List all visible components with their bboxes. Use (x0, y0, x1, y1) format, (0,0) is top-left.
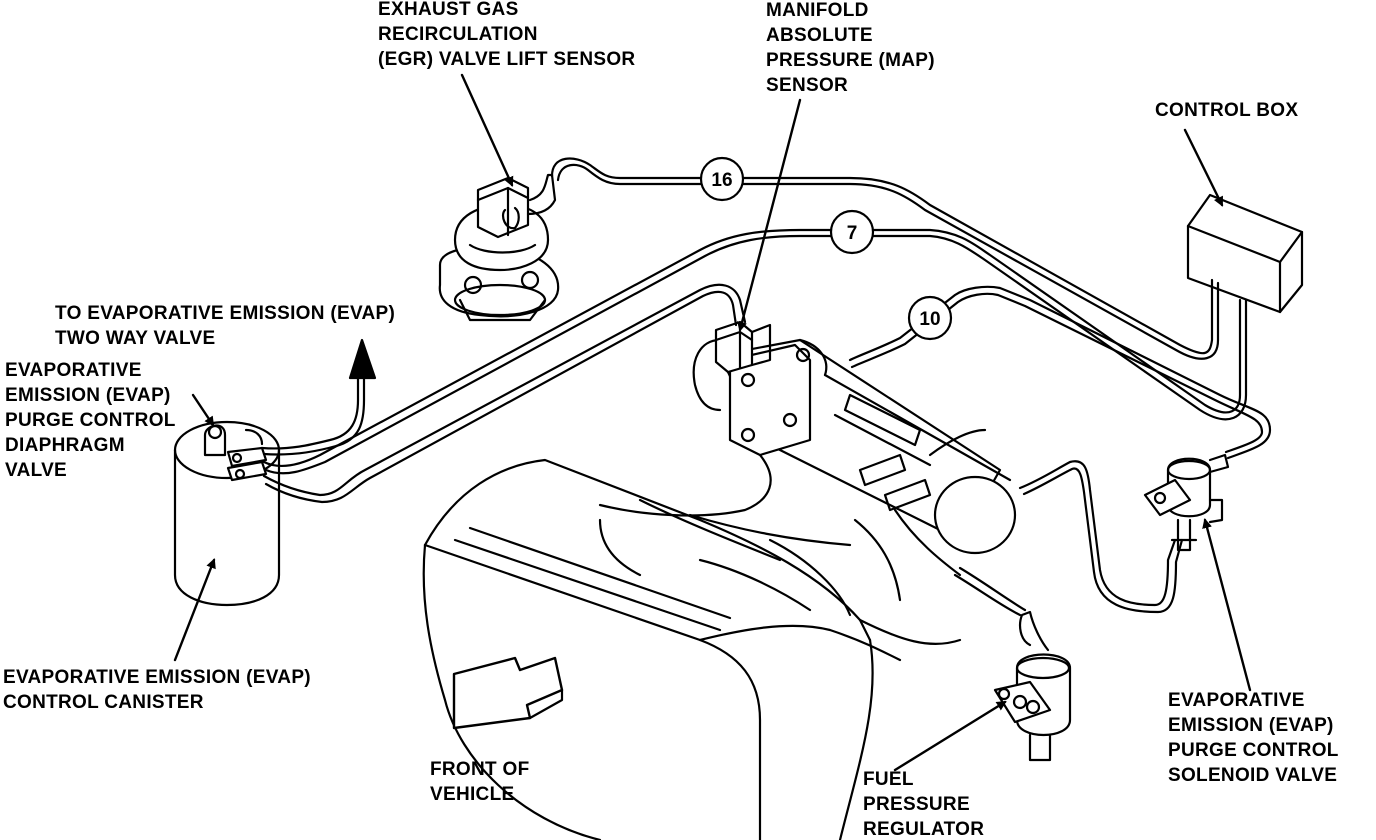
front-arrow-depth (528, 688, 564, 720)
leader-egr-sensor (460, 73, 514, 187)
hose-number-7 (829, 209, 875, 255)
hose-number-16 (699, 156, 745, 202)
intake-manifold-drawing (422, 458, 962, 840)
label-line: PURGE CONTROL (5, 410, 176, 431)
label-line: CONTROL CANISTER (3, 692, 204, 713)
hose-number-10-text: 10 (919, 309, 940, 330)
label-line: EVAPORATIVE EMISSION (EVAP) (3, 667, 311, 688)
label-line: VALVE (5, 460, 68, 481)
label-front-of-vehicle: FRONT OF VEHICLE (430, 757, 530, 807)
label-line: EMISSION (EVAP) (1168, 715, 1334, 736)
hose-number-7-text: 7 (847, 223, 858, 244)
leader-map-sensor (737, 98, 802, 332)
label-line: SOLENOID VALVE (1168, 765, 1338, 786)
label-line: VEHICLE (430, 784, 515, 805)
label-line: DIAPHRAGM (5, 435, 125, 456)
label-line: (EGR) VALVE LIFT SENSOR (378, 49, 636, 70)
label-line: SENSOR (766, 75, 849, 96)
label-two-way-valve: TO EVAPORATIVE EMISSION (EVAP) TWO WAY V… (55, 301, 395, 351)
label-line: RECIRCULATION (378, 24, 538, 45)
label-fuel-pressure-regulator: FUEL PRESSURE REGULATOR (863, 767, 984, 840)
label-control-box: CONTROL BOX (1155, 98, 1298, 123)
label-line: EVAPORATIVE (1168, 690, 1305, 711)
arrow-to-two-way-valve (348, 338, 377, 380)
label-line: REGULATOR (863, 819, 985, 840)
label-line: EVAPORATIVE (5, 360, 142, 381)
leader-control-box (1183, 128, 1224, 207)
label-purge-control-solenoid-valve: EVAPORATIVE EMISSION (EVAP) PURGE CONTRO… (1168, 688, 1339, 788)
hose-number-16-text: 16 (711, 170, 732, 191)
label-line: TWO WAY VALVE (55, 328, 216, 349)
throttle-body-drawing (598, 338, 1017, 602)
hose-number-10 (907, 295, 953, 341)
label-egr-valve-lift-sensor: EXHAUST GAS RECIRCULATION (EGR) VALVE LI… (378, 0, 635, 72)
label-line: FUEL (863, 769, 914, 790)
label-line: EXHAUST GAS (378, 0, 519, 20)
label-line: PRESSURE (MAP) (766, 50, 935, 71)
label-line: ABSOLUTE (766, 25, 873, 46)
front-of-vehicle-arrow (452, 656, 564, 730)
label-map-sensor: MANIFOLD ABSOLUTE PRESSURE (MAP) SENSOR (766, 0, 935, 98)
label-line: PURGE CONTROL (1168, 740, 1339, 761)
leader-arrows (173, 73, 1252, 772)
fuel-regulator-drawing (993, 610, 1072, 762)
purge-solenoid-drawing (1143, 453, 1230, 552)
label-line: FRONT OF (430, 759, 530, 780)
label-purge-control-diaphragm-valve: EVAPORATIVE EMISSION (EVAP) PURGE CONTRO… (5, 358, 176, 483)
label-line: PRESSURE (863, 794, 970, 815)
label-evap-control-canister: EVAPORATIVE EMISSION (EVAP) CONTROL CANI… (3, 665, 311, 715)
label-line: EMISSION (EVAP) (5, 385, 171, 406)
leader-canister (173, 558, 216, 662)
label-line: MANIFOLD (766, 0, 869, 21)
label-line: TO EVAPORATIVE EMISSION (EVAP) (55, 303, 396, 324)
label-line: CONTROL BOX (1155, 100, 1299, 121)
leader-fuel-regulator (893, 700, 1007, 772)
leader-purge-solenoid (1202, 518, 1252, 692)
evap-canister-drawing (173, 420, 281, 607)
control-box-drawing (1186, 193, 1304, 314)
leader-purge-diaphragm (191, 393, 215, 427)
egr-valve-drawing (438, 173, 560, 322)
